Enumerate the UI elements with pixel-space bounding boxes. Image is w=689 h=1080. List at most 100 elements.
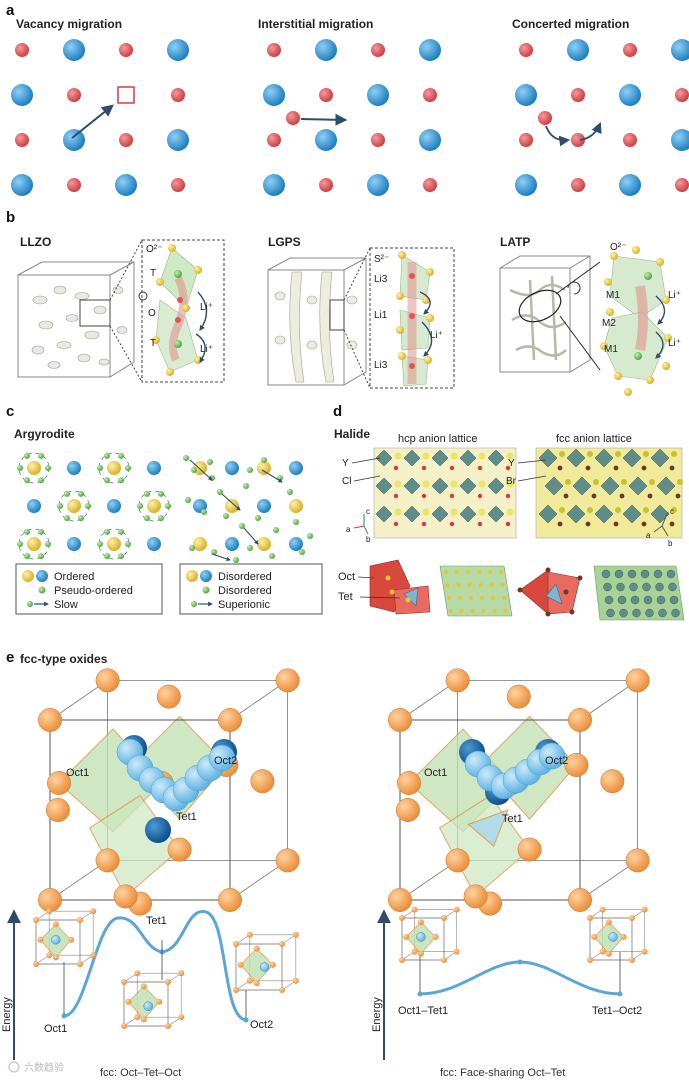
anion-yellow — [289, 499, 303, 513]
energy-label-tet1-oct2: Tet1–Oct2 — [592, 1005, 642, 1017]
lattice-cation — [119, 43, 133, 57]
li-hop-arrow — [211, 553, 231, 561]
llzo-title: LLZO — [20, 235, 51, 249]
li-site — [17, 541, 23, 547]
lattice-anion — [515, 174, 537, 196]
lgps-cube — [267, 247, 371, 389]
anion-atom — [218, 708, 242, 732]
legend-disordered-label-2: Disordered — [218, 585, 272, 597]
argyrodite-ordered-lattice — [17, 452, 171, 560]
y-octahedron — [594, 448, 614, 468]
cl-atom — [393, 493, 399, 499]
energy-axis-label-left: Energy — [1, 997, 13, 1032]
li-site — [85, 503, 91, 509]
li-site — [24, 553, 30, 560]
anion-blue — [257, 499, 271, 513]
lgps-inset-box — [369, 247, 455, 389]
lattice-cation — [15, 133, 29, 147]
li-site — [247, 545, 253, 551]
anion-atom — [517, 837, 542, 862]
anion-blue — [147, 537, 161, 551]
li-trajectory-atom — [538, 742, 566, 770]
panel-b-letter: b — [6, 209, 15, 226]
energy-mini-cells — [33, 906, 648, 1029]
fcc-axes: c a b — [646, 507, 674, 548]
latp-label-m2: M2 — [602, 318, 616, 329]
legend-green-atom-2 — [202, 586, 210, 594]
lattice-cation — [267, 43, 281, 57]
lattice-cation — [67, 88, 81, 102]
li-site — [255, 515, 261, 521]
li-site — [24, 477, 30, 484]
y-octahedron — [566, 448, 586, 468]
fcc-cell-left — [38, 668, 300, 916]
anion-atom — [275, 848, 300, 873]
mini-fcc-cell — [121, 970, 185, 1029]
mini-fcc-cell — [399, 906, 460, 963]
watermark-text: 六数趋验 — [24, 1061, 64, 1074]
li-site — [118, 553, 124, 560]
energy-label-oct1-tet1: Oct1–Tet1 — [398, 1005, 448, 1017]
y-octahedron — [403, 505, 421, 523]
li-site — [293, 519, 299, 525]
lattice-cation — [15, 43, 29, 57]
lattice-anion — [419, 39, 441, 61]
y-octahedron — [375, 449, 393, 467]
li-site — [38, 528, 44, 535]
lattice-ion — [571, 133, 585, 147]
lattice-anion — [315, 39, 337, 61]
llzo-inset-box — [141, 239, 225, 383]
y-octahedron — [431, 449, 449, 467]
li-site — [269, 553, 275, 559]
li-site — [261, 457, 267, 463]
cl-atom — [421, 465, 427, 471]
lattice-anion — [671, 129, 689, 151]
energy-axis-label-right: Energy — [371, 997, 383, 1032]
li-site — [191, 467, 197, 473]
li-site — [189, 545, 195, 551]
right-label-oct2: Oct2 — [545, 755, 568, 767]
li-site — [165, 503, 171, 509]
anion-yellow — [107, 537, 121, 551]
y-octahedron — [572, 476, 592, 496]
svg-text:b: b — [668, 539, 673, 548]
li-site — [287, 489, 293, 495]
li-trajectory-atom — [208, 744, 236, 772]
panel-d: d Halide hcp anion lattice fcc anion lat… — [333, 403, 685, 621]
hcp-lattice-title: hcp anion lattice — [398, 433, 478, 445]
latp-cube — [499, 255, 601, 373]
lattice-cation — [319, 88, 333, 102]
llzo-label-li-2: Li⁺ — [200, 344, 213, 355]
li-site — [247, 467, 253, 473]
hcp-label-cl: Cl — [342, 476, 351, 487]
anion-atom — [463, 884, 488, 909]
lattice-cation — [67, 178, 81, 192]
legend-ordered-label: Ordered — [54, 571, 94, 583]
halide-title: Halide — [334, 427, 370, 441]
anion-blue — [107, 499, 121, 513]
lattice-cation — [519, 133, 533, 147]
li-site — [104, 553, 110, 560]
li-site — [125, 465, 131, 471]
right-label-oct1: Oct1 — [424, 767, 447, 779]
cl-atom — [477, 521, 483, 527]
li-site — [57, 503, 63, 509]
li-site — [64, 490, 70, 497]
lattice-anion — [263, 84, 285, 106]
br-atom — [675, 493, 681, 499]
li-hop-arrow — [243, 527, 259, 545]
legend-blue-atom — [36, 570, 48, 582]
anion-atom — [395, 798, 420, 822]
concerted-ion-1 — [538, 111, 552, 125]
lattice-cation — [623, 133, 637, 147]
anion-atom — [47, 771, 71, 795]
anion-yellow — [147, 499, 161, 513]
latp-polyhedra — [600, 246, 672, 396]
br-atom — [641, 465, 647, 471]
mini-fcc-cell — [587, 906, 648, 963]
right-label-tet1: Tet1 — [502, 813, 523, 825]
br-atom — [619, 493, 625, 499]
y-octahedron — [538, 448, 558, 468]
lgps-label-li: Li⁺ — [430, 330, 443, 341]
lattice-cation — [267, 133, 281, 147]
